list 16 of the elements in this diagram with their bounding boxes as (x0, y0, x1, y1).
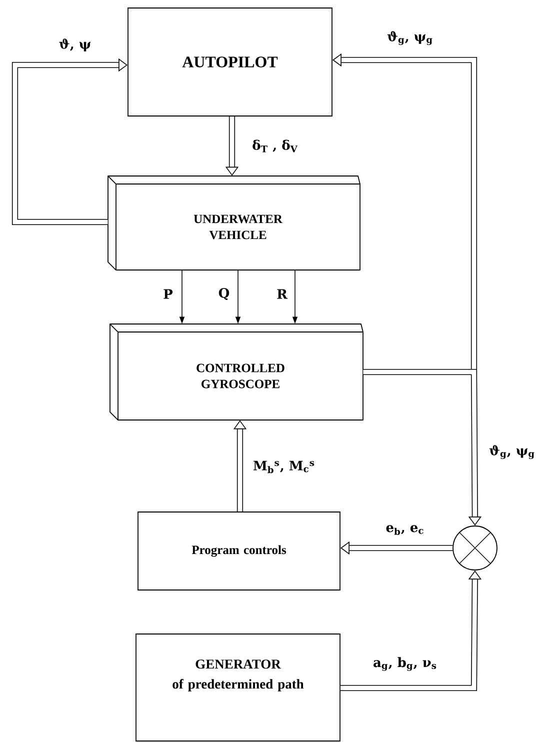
edge-label: P (162, 288, 174, 300)
process-box: GENERATOR of predetermined path (136, 634, 340, 742)
process-box: Program controls (138, 512, 340, 590)
edge-label: ϑ$_{g}$, ψ$_{g}$ (488, 444, 536, 460)
process-box: AUTOPILOT (128, 8, 332, 116)
edge-label: e$_{b}$, e$_{c}$ (384, 524, 426, 536)
edge-label: M$_{b}$$^{s}$, M$_{c}$s (252, 460, 316, 474)
edge-label: ϑ$_{g}$, ψ$_{g}$ (386, 30, 434, 46)
block-box: CONTROLLED GYROSCOPE (110, 324, 364, 420)
edge-label: Q (217, 287, 231, 301)
edge-label: a$_{g}$, b$_{g}$, ν$_{s}$ (372, 656, 438, 672)
block-box: UNDERWATER VEHICLE (108, 176, 360, 270)
edge-label: δ$_{T}$ , δ$_{V}$ (251, 138, 299, 154)
summing-junction (452, 526, 498, 570)
edge-label: ϑ, ψ (58, 38, 92, 52)
edge-label: R (276, 288, 288, 300)
